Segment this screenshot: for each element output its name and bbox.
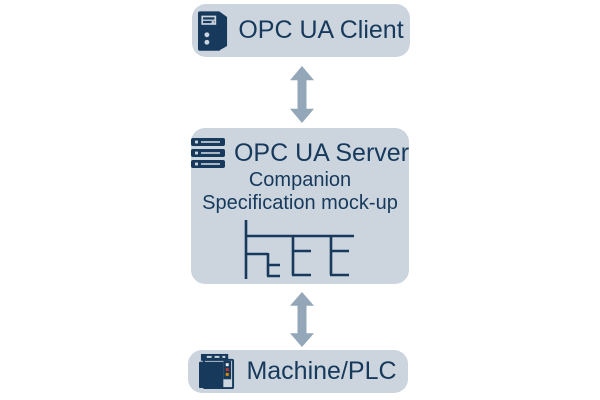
server-header: OPC UA Server bbox=[190, 137, 410, 169]
machine-label: Machine/PLC bbox=[246, 357, 397, 385]
node-machine-plc: Machine/PLC bbox=[188, 350, 408, 393]
address-space-tree-icon bbox=[244, 220, 354, 279]
node-opc-ua-client: OPC UA Client bbox=[192, 4, 410, 57]
client-label: OPC UA Client bbox=[238, 16, 404, 44]
plc-machine-icon bbox=[199, 353, 235, 390]
node-opc-ua-server: OPC UA Server Companion Specification mo… bbox=[190, 128, 410, 284]
server-rack-icon bbox=[190, 138, 225, 168]
server-title: OPC UA Server bbox=[233, 138, 410, 167]
bidirectional-arrow-client-server bbox=[290, 66, 314, 123]
desktop-tower-icon bbox=[198, 10, 228, 51]
server-subtitle-line1: Companion bbox=[248, 169, 352, 191]
bidirectional-arrow-server-machine bbox=[290, 292, 314, 347]
server-subtitle-line2: Specification mock-up bbox=[202, 192, 398, 214]
